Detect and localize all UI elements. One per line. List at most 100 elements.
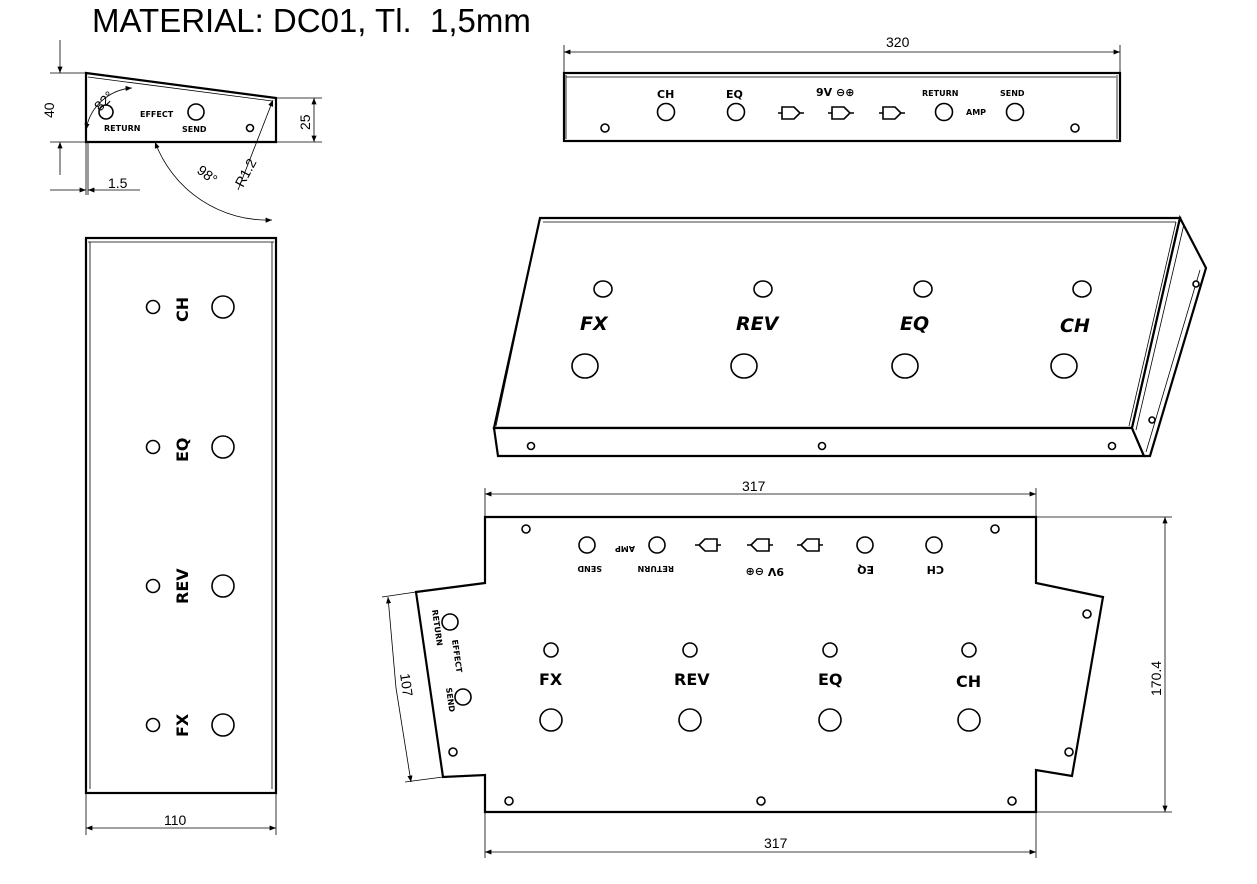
back-ch-label: CH xyxy=(657,88,674,101)
flat-screw-hole xyxy=(448,747,458,757)
top-label-eq: EQ xyxy=(173,437,192,462)
top-switch-hole xyxy=(211,295,235,319)
top-row-ch: CH xyxy=(145,295,235,322)
flat-eq-hole xyxy=(856,536,874,554)
iso-screw-hole xyxy=(1107,441,1117,451)
back-screw-hole-left xyxy=(600,123,610,133)
flat-send-label: SEND xyxy=(577,564,602,573)
flat-power-label: 9V ⊖⊕ xyxy=(746,565,784,578)
flat-screw-hole xyxy=(521,524,531,534)
top-width-dim: 110 xyxy=(164,812,187,828)
back-amp-label: AMP xyxy=(966,108,986,117)
flat-screw-hole xyxy=(990,524,1000,534)
flat-screw-hole xyxy=(504,796,514,806)
flat-col-fx: FX xyxy=(539,642,563,732)
back-screw-hole-right xyxy=(1070,123,1080,133)
iso-side-screw-hole xyxy=(1192,280,1200,288)
iso-col-eq: EQ xyxy=(891,280,933,379)
flat-label-rev: REV xyxy=(674,670,710,689)
back-eq-hole xyxy=(726,102,746,122)
material-title: MATERIAL: DC01, Tl. 1,5mm xyxy=(92,2,531,39)
back-return-label: RETURN xyxy=(922,89,958,98)
side-send-label: SEND xyxy=(182,125,207,134)
flat-screw-hole xyxy=(756,796,766,806)
flat-pattern-outline xyxy=(414,515,1105,814)
top-led-hole xyxy=(145,299,161,315)
top-label-ch: CH xyxy=(173,297,192,322)
flat-screw-hole xyxy=(1064,747,1074,757)
flat-flap-send-hole xyxy=(454,688,472,706)
side-effect-label: EFFECT xyxy=(140,110,174,119)
side-view: EFFECT RETURN SEND 40 25 1.5 82° 98° R1.… xyxy=(41,40,322,223)
top-switch-hole xyxy=(211,574,235,598)
iso-col-ch: CH xyxy=(1050,280,1092,379)
flat-label-eq: EQ xyxy=(818,670,843,689)
flat-eq-label: EQ xyxy=(857,563,874,576)
flat-led-hole xyxy=(682,642,698,658)
iso-led-hole xyxy=(913,280,933,298)
top-view: 110 CH EQ REV FX xyxy=(84,236,278,835)
flat-ch-label: CH xyxy=(927,563,944,576)
side-thickness-dim: 1.5 xyxy=(108,175,128,191)
flat-switch-hole xyxy=(678,708,702,732)
flat-top-width-dim: 317 xyxy=(742,478,766,494)
flat-send-hole xyxy=(578,536,596,554)
top-led-hole xyxy=(145,439,161,455)
top-switch-hole xyxy=(211,713,235,737)
flat-return-label: RETURN xyxy=(638,564,674,573)
back-send-hole xyxy=(1005,102,1025,122)
iso-switch-hole xyxy=(571,353,599,379)
flat-switch-hole xyxy=(957,708,981,732)
iso-led-hole xyxy=(593,280,613,298)
iso-screw-hole xyxy=(817,441,827,451)
flat-flap-send-label: SEND xyxy=(444,687,456,713)
flat-height-dim: 170.4 xyxy=(1148,661,1164,696)
flat-screw-hole xyxy=(1007,796,1017,806)
flat-col-ch: CH xyxy=(956,642,981,732)
side-front-height-dim: 25 xyxy=(297,114,313,130)
side-angle-bottom: 98° xyxy=(194,162,221,188)
flat-col-eq: EQ xyxy=(818,642,843,732)
flat-label-ch: CH xyxy=(956,672,981,691)
flat-led-hole xyxy=(822,642,838,658)
back-ch-hole xyxy=(656,102,676,122)
side-send-hole xyxy=(187,103,205,121)
top-label-rev: REV xyxy=(173,568,192,604)
iso-label-fx: FX xyxy=(580,313,609,335)
top-label-fx: FX xyxy=(173,713,192,737)
iso-side-face xyxy=(1130,214,1208,458)
top-row-rev: REV xyxy=(145,568,235,604)
top-switch-hole xyxy=(211,435,235,459)
iso-side-screw-hole xyxy=(1148,416,1156,424)
iso-label-rev: REV xyxy=(736,313,780,335)
side-radius-dim: R1.2 xyxy=(232,156,260,190)
back-eq-label: EQ xyxy=(726,88,743,101)
back-power-label: 9V ⊖⊕ xyxy=(816,86,854,99)
side-screw-hole xyxy=(245,123,255,133)
iso-screw-hole xyxy=(526,441,536,451)
top-led-hole xyxy=(145,578,161,594)
iso-switch-hole xyxy=(1050,353,1078,379)
top-row-eq: EQ xyxy=(145,435,235,462)
iso-col-rev: REV xyxy=(730,280,780,379)
flat-switch-hole xyxy=(818,708,842,732)
top-view-outline xyxy=(84,236,278,795)
side-return-label: RETURN xyxy=(104,124,140,133)
flat-pattern: 317 317 170.4 107 SEND AMP RETURN xyxy=(381,478,1172,858)
back-width-dim: 320 xyxy=(886,34,910,50)
flat-return-hole xyxy=(648,536,666,554)
flat-led-hole xyxy=(961,642,977,658)
flat-flap-dim: 107 xyxy=(397,672,416,698)
flat-switch-hole xyxy=(539,708,563,732)
iso-led-hole xyxy=(1072,280,1092,298)
flat-back-labels: SEND AMP RETURN 9V ⊖⊕ EQ CH xyxy=(577,544,944,578)
flat-screw-hole xyxy=(1082,609,1092,619)
flat-ch-hole xyxy=(925,536,943,554)
flat-col-rev: REV xyxy=(674,642,710,732)
iso-switch-hole xyxy=(730,353,758,379)
iso-front-face xyxy=(492,426,1146,458)
flat-amp-label: AMP xyxy=(615,544,635,553)
iso-label-eq: EQ xyxy=(900,313,929,335)
flat-flap-return-hole xyxy=(441,613,459,631)
